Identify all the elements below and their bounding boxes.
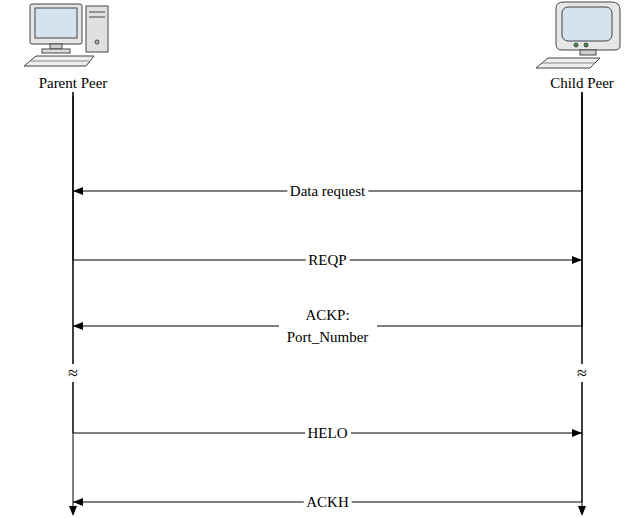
child-computer-icon (536, 2, 620, 68)
message-label: HELO (305, 424, 351, 442)
message-label: ACKH (303, 493, 352, 511)
lifeline (73, 96, 582, 508)
time-break-mark: ≈ (67, 364, 79, 382)
message-arrow (73, 92, 582, 260)
message-arrow (73, 92, 582, 433)
message-arrow (73, 92, 582, 502)
message-arrow (73, 92, 582, 191)
message-arrow (73, 92, 582, 326)
time-break-mark: ≈ (576, 364, 588, 382)
message-label: REQP (305, 251, 349, 269)
parent-computer-icon (24, 4, 108, 66)
peer-computer: Parent Peer (18, 2, 128, 92)
peer-computer: Child Peer (537, 2, 627, 92)
message-label: Data request (287, 182, 368, 200)
message-label: ACKP: Port_Number (279, 304, 377, 348)
peer-name: Child Peer (537, 2, 627, 92)
peer-name: Parent Peer (18, 2, 128, 92)
